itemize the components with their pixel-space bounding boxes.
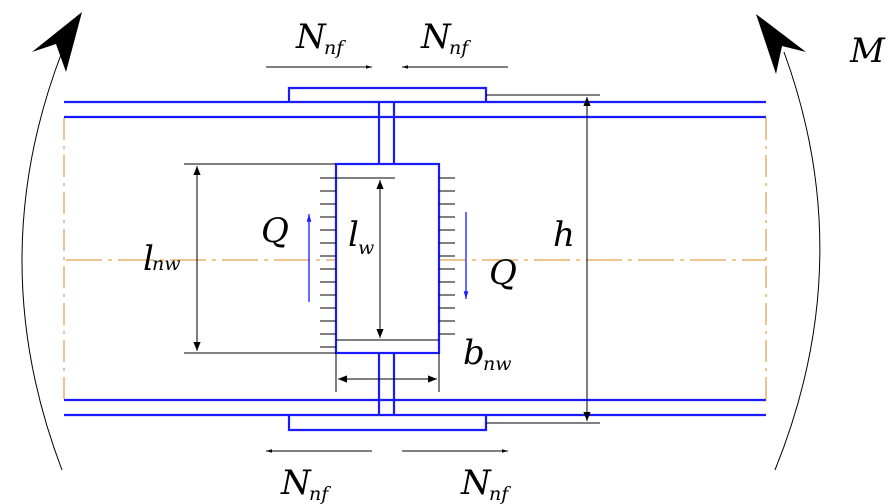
section-height-dimension — [486, 94, 600, 424]
web-splice-plate — [334, 162, 441, 355]
top-flange-splice-plate — [287, 86, 488, 102]
web-joint — [377, 102, 396, 415]
svg-text:nf: nf — [324, 37, 346, 59]
left-fillet-weld — [320, 177, 336, 348]
svg-text:nw: nw — [483, 353, 512, 375]
svg-text:nf: nf — [489, 483, 511, 504]
bottom-flange — [64, 398, 766, 417]
svg-text:b: b — [463, 333, 485, 373]
svg-text:l: l — [143, 239, 154, 279]
flange-force-label-top-left: N nf — [295, 17, 346, 59]
svg-text:N: N — [280, 463, 312, 503]
web-length-dimension — [336, 177, 395, 338]
svg-text:l: l — [348, 215, 359, 255]
svg-text:nw: nw — [152, 253, 181, 275]
flange-force-label-top-right: N nf — [420, 17, 471, 59]
moment-arrow-left — [21, 12, 82, 471]
svg-text:w: w — [358, 237, 374, 259]
shear-label-left: Q — [261, 211, 289, 251]
svg-text:nf: nf — [449, 37, 471, 59]
shear-label-right: Q — [489, 253, 517, 293]
plate-width-dimension — [335, 353, 440, 392]
weld-length-label: l nw — [143, 239, 181, 279]
moment-arrow-right — [756, 14, 821, 471]
svg-text:N: N — [295, 17, 327, 57]
moment-label: M — [849, 31, 886, 71]
plate-width-label: b nw — [463, 333, 512, 375]
top-flange — [64, 100, 766, 119]
flange-force-label-bottom-left: N nf — [280, 463, 331, 504]
right-fillet-weld — [439, 177, 455, 335]
svg-text:N: N — [460, 463, 492, 503]
flange-force-label-bottom-right: N nf — [460, 463, 511, 504]
weld-length-dimension — [184, 163, 336, 354]
bottom-flange-splice-plate — [287, 415, 488, 432]
svg-text:nf: nf — [309, 483, 331, 504]
height-label: h — [553, 215, 575, 255]
web-length-label: l w — [348, 215, 374, 259]
svg-text:N: N — [420, 17, 452, 57]
